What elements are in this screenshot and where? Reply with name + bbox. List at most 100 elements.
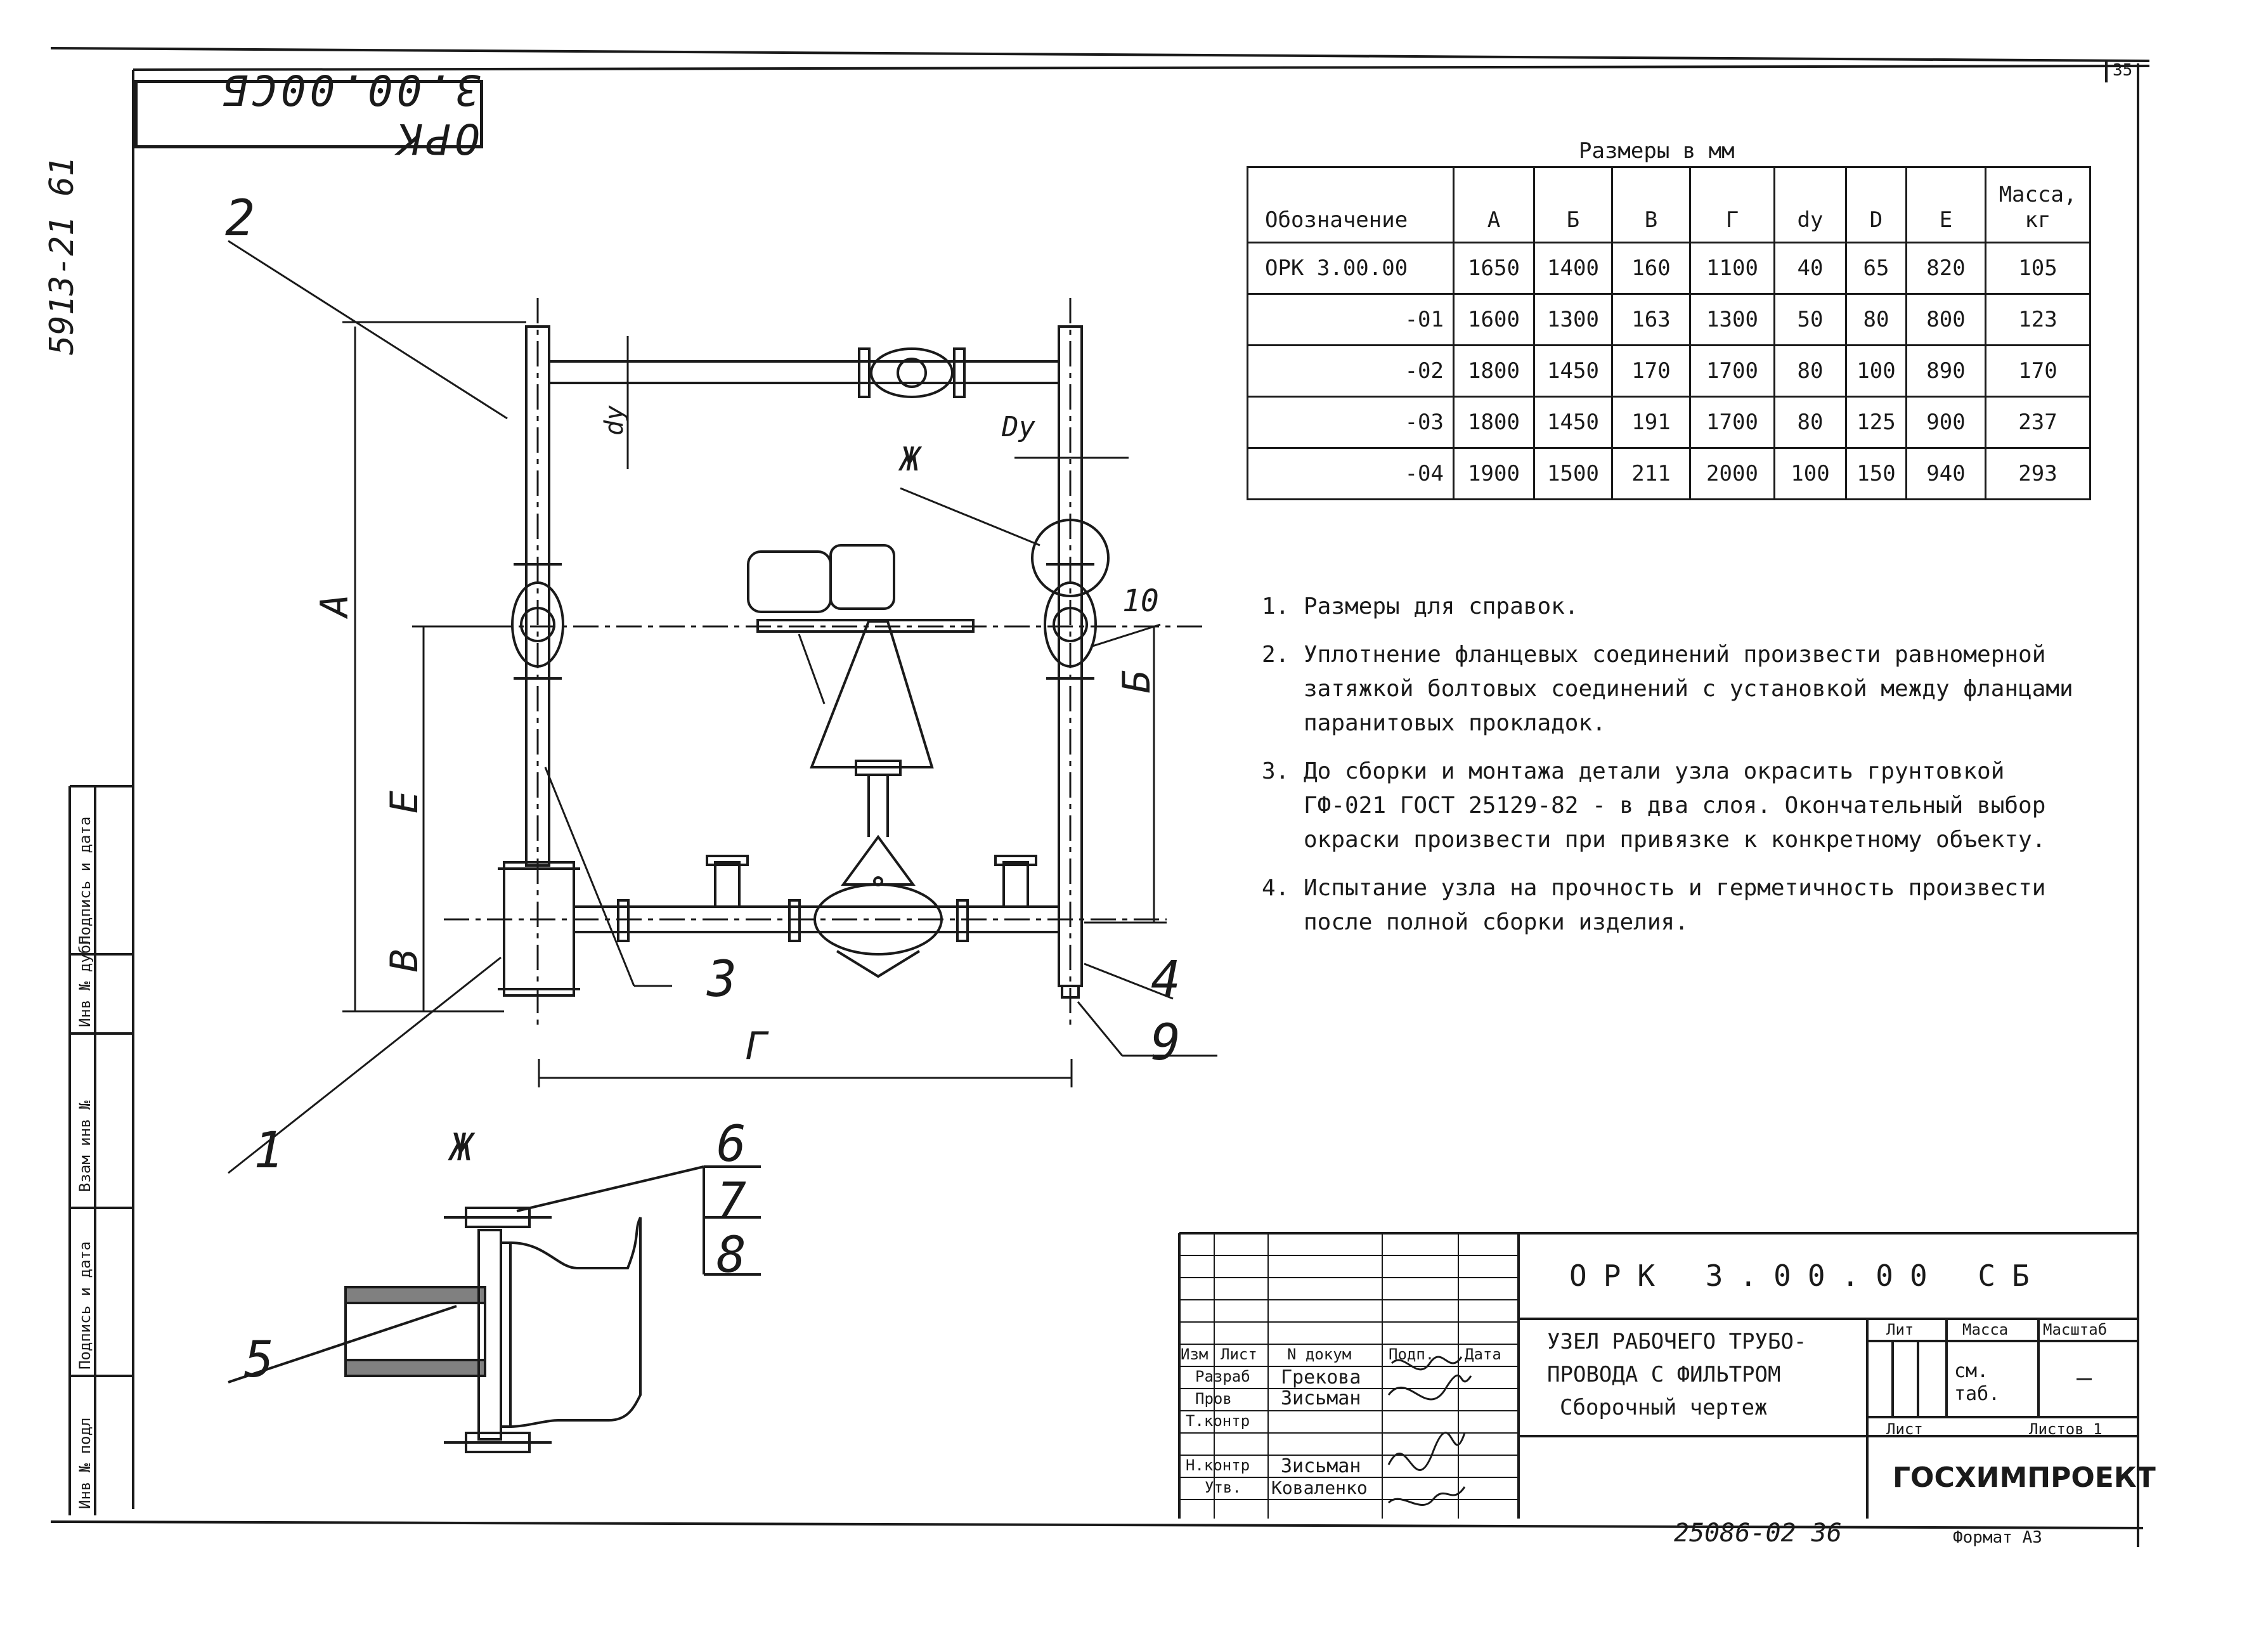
cell-dy: 40 <box>1773 242 1847 295</box>
cell-b: 1450 <box>1533 396 1613 449</box>
table-row: -01 1600 1300 163 1300 50 80 800 123 <box>1247 293 2091 346</box>
cell-g: 1700 <box>1689 396 1775 449</box>
cell-d: 150 <box>1845 447 1907 500</box>
cell-e: 800 <box>1905 293 1986 346</box>
cell-mass: 170 <box>1985 344 2091 398</box>
cell-g: 1700 <box>1689 344 1775 398</box>
col-b: Б <box>1533 166 1613 243</box>
note-item: 3.До сборки и монтажа детали узла окраси… <box>1262 755 2086 857</box>
side-strip-sign-date-1: Подпись и дата <box>76 816 94 945</box>
cell-designation: -02 <box>1247 344 1455 398</box>
cell-v: 211 <box>1611 447 1691 500</box>
role-developer: Разраб <box>1195 1368 1250 1385</box>
cell-b: 1300 <box>1533 293 1613 346</box>
col-g: Г <box>1689 166 1775 243</box>
cell-a: 1800 <box>1453 344 1535 398</box>
detail-letter: Ж <box>900 441 921 479</box>
col-head-sign: Подп. <box>1389 1345 1435 1363</box>
cell-designation: -03 <box>1247 396 1455 449</box>
lit-label: Лит <box>1886 1321 1914 1338</box>
cell-designation: ОРК 3.00.00 <box>1247 242 1455 295</box>
cell-dy: 100 <box>1773 447 1847 500</box>
stamp-code: ОРК 3.00.00СБ <box>134 65 483 163</box>
note-number: 4. <box>1262 875 1290 901</box>
cell-dy: 50 <box>1773 293 1847 346</box>
cell-a: 1600 <box>1453 293 1535 346</box>
note-text: Размеры для справок. <box>1304 593 1579 619</box>
col-designation: Обозначение <box>1247 166 1455 243</box>
col-head-izm: Изм <box>1181 1345 1209 1363</box>
name-approved: Коваленко <box>1271 1477 1368 1498</box>
side-strip-dup-inv: Инв № дубл <box>76 935 94 1028</box>
dim-v: В <box>382 949 427 973</box>
cell-a: 1900 <box>1453 447 1535 500</box>
cell-a: 1650 <box>1453 242 1535 295</box>
col-head-list: Лист <box>1221 1345 1257 1363</box>
dim-e: Е <box>382 790 427 814</box>
cell-d: 125 <box>1845 396 1907 449</box>
cell-g: 1100 <box>1689 242 1775 295</box>
mass-value: см. таб. <box>1954 1360 2000 1405</box>
note-text: Испытание узла на прочность и герметично… <box>1304 875 2046 935</box>
side-strip-replace-inv: Взам инв № <box>76 1100 94 1193</box>
notes: 1.Размеры для справок. 2.Уплотнение флан… <box>1262 590 2086 954</box>
cell-mass: 293 <box>1985 447 2091 500</box>
table-caption: Размеры в мм <box>1579 138 1735 164</box>
cell-d: 80 <box>1845 293 1907 346</box>
col-v: В <box>1611 166 1691 243</box>
cell-designation: -04 <box>1247 447 1455 500</box>
cell-designation: -01 <box>1247 293 1455 346</box>
leader-9: 9 <box>1151 1014 1181 1072</box>
cell-mass: 237 <box>1985 396 2091 449</box>
dim-dy-small: dy <box>600 405 630 436</box>
note-number: 3. <box>1262 758 1290 784</box>
dimensions-table: Обозначение А Б В Г dу D Е Масса, кг ОРК… <box>1247 166 2091 500</box>
cell-v: 191 <box>1611 396 1691 449</box>
cell-g: 2000 <box>1689 447 1775 500</box>
cell-v: 170 <box>1611 344 1691 398</box>
leader-5: 5 <box>244 1332 274 1389</box>
col-d: D <box>1845 166 1907 243</box>
sheet-label: Лист <box>1886 1420 1923 1438</box>
note-item: 2.Уплотнение фланцевых соединений произв… <box>1262 638 2086 741</box>
leader-1: 1 <box>254 1122 283 1179</box>
col-a: А <box>1453 166 1535 243</box>
note-item: 1.Размеры для справок. <box>1262 590 2086 624</box>
side-number: 5913-21 61 <box>43 156 81 355</box>
cell-e: 900 <box>1905 396 1986 449</box>
title-line-2: ПРОВОДА С ФИЛЬТРОМ <box>1547 1362 1781 1387</box>
cell-v: 163 <box>1611 293 1691 346</box>
name-ncontrol: Зисьман <box>1281 1455 1361 1477</box>
table-row: -03 1800 1450 191 1700 80 125 900 237 <box>1247 396 2091 449</box>
cell-mass: 105 <box>1985 242 2091 295</box>
title-block-code: ОРК 3.00.00 СБ <box>1569 1259 2046 1293</box>
role-ncontrol: Н.контр <box>1186 1456 1250 1474</box>
leader-10: 10 <box>1122 583 1159 619</box>
note-text: Уплотнение фланцевых соединений произвес… <box>1304 642 2073 736</box>
leader-7: 7 <box>716 1173 746 1230</box>
dim-g: Г <box>745 1024 768 1068</box>
scale-value: — <box>2077 1363 2092 1392</box>
note-item: 4. Испытание узла на прочность и герметич… <box>1262 871 2086 940</box>
col-mass: Масса, кг <box>1985 166 2091 243</box>
cell-e: 820 <box>1905 242 1986 295</box>
cell-e: 890 <box>1905 344 1986 398</box>
cell-e: 940 <box>1905 447 1986 500</box>
leader-2: 2 <box>225 190 255 247</box>
title-line-3: Сборочный чертеж <box>1560 1395 1768 1420</box>
leader-3: 3 <box>707 951 737 1008</box>
name-checker: Зисьман <box>1281 1387 1361 1409</box>
cell-b: 1400 <box>1533 242 1613 295</box>
cell-v: 160 <box>1611 242 1691 295</box>
sheet-format: Формат А3 <box>1953 1528 2042 1547</box>
side-strip-orig-inv: Инв № подл <box>76 1417 94 1510</box>
table-row: -04 1900 1500 211 2000 100 150 940 293 <box>1247 447 2091 500</box>
col-e: Е <box>1905 166 1986 243</box>
title-block-name: УЗЕЛ РАБОЧЕГО ТРУБО- ПРОВОДА С ФИЛЬТРОМ … <box>1547 1325 1806 1424</box>
role-tcontrol: Т.контр <box>1186 1412 1250 1430</box>
role-approved: Утв. <box>1205 1479 1241 1496</box>
cell-d: 100 <box>1845 344 1907 398</box>
organization: ГОСХИМПРОЕКТ <box>1893 1461 2156 1494</box>
cell-mass: 123 <box>1985 293 2091 346</box>
